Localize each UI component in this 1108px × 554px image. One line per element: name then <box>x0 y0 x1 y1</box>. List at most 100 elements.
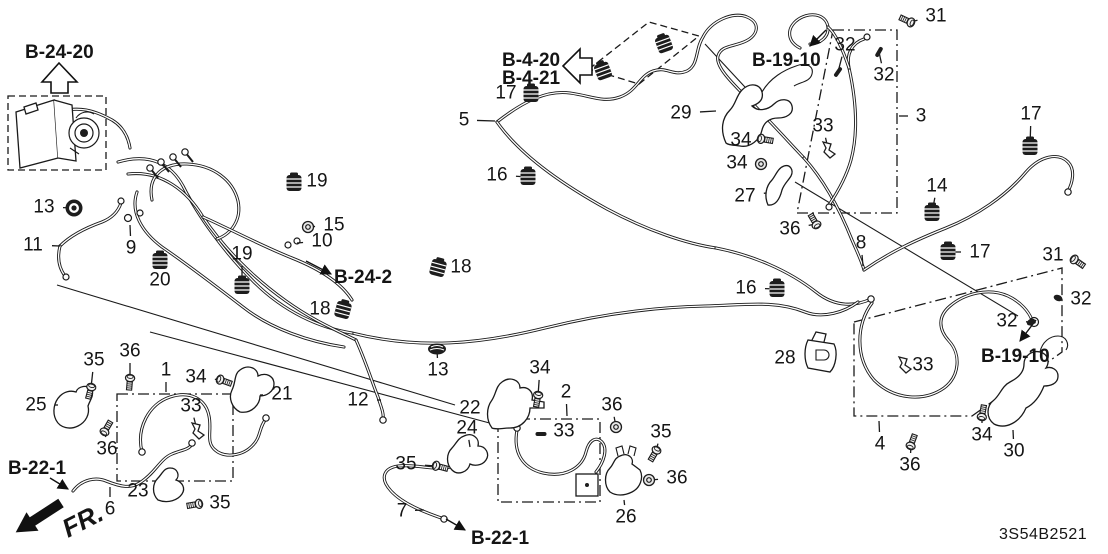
clip-icon <box>522 82 540 103</box>
brake-pipe-highlight <box>496 14 805 159</box>
part-number-label: 25 <box>25 395 46 416</box>
brake-pipe-highlight <box>150 163 240 240</box>
part-number-label: 16 <box>486 165 507 186</box>
part-number-label: 34 <box>726 153 748 174</box>
clip-icon <box>519 165 537 186</box>
brake-pipe-highlight <box>789 14 829 49</box>
part-number-label: 9 <box>126 238 137 259</box>
bolt-icon <box>897 12 917 29</box>
callout-17: 17 <box>939 240 991 263</box>
part-number-label: 17 <box>495 83 516 104</box>
callout-33: 33 <box>535 421 575 442</box>
callout-34: 34 <box>726 153 768 174</box>
bolt-icon <box>98 418 116 438</box>
bolt-icon <box>904 432 920 452</box>
callout-34: 34 <box>529 358 551 409</box>
callout-leader <box>476 119 496 122</box>
part-number-label: 18 <box>450 257 471 278</box>
clip-icon <box>591 57 614 82</box>
brake-pipe-highlight <box>59 202 122 247</box>
brake-pipe-highlight <box>127 172 357 341</box>
callout-35: 35 <box>185 493 231 514</box>
callout-18: 18 <box>428 255 472 279</box>
part-number-label: 30 <box>1003 441 1024 462</box>
clip-icon <box>285 171 303 192</box>
brake-pipe-highlight <box>351 301 859 344</box>
callout-1: 1 <box>161 360 172 392</box>
callout-36: 36 <box>601 395 623 434</box>
nut-icon <box>609 420 623 434</box>
brake-pipe-highlight <box>140 394 267 456</box>
brake-pipe-highlight <box>828 67 857 206</box>
callout-5: 5 <box>459 110 496 131</box>
callout-36: 36 <box>96 418 118 460</box>
callout-19: 19 <box>285 171 328 192</box>
part-number-label: 29 <box>670 103 691 124</box>
part-number-label: 34 <box>730 130 752 151</box>
brake-pipe <box>827 66 858 207</box>
ref-label-b-4-21: B-4-21 <box>502 68 561 89</box>
abs-modulator-unit <box>15 99 100 169</box>
part-number-label: 32 <box>873 65 894 86</box>
part-number-label: 3 <box>916 106 927 127</box>
brake-pipe-highlight <box>134 191 345 348</box>
grommet-icon <box>65 199 83 217</box>
part-number-label: 36 <box>601 395 622 416</box>
bracket-24 <box>446 434 489 474</box>
part-number-label: 31 <box>1042 245 1063 266</box>
part-number-label: 32 <box>834 35 855 56</box>
brake-pipe-highlight <box>803 157 865 271</box>
bracket-28 <box>804 331 837 373</box>
brake-pipe-highlight <box>515 429 606 475</box>
bracket-21 <box>229 366 275 413</box>
part-number-label: 32 <box>996 311 1017 332</box>
bracket-30 <box>987 350 1059 427</box>
bolt-icon <box>430 459 450 474</box>
bracket-26 <box>604 454 643 496</box>
lclip-icon <box>898 356 912 374</box>
brackets <box>53 63 1069 503</box>
clip-icon <box>333 297 354 321</box>
part-number-label: 34 <box>185 367 207 388</box>
part-number-label: 21 <box>271 384 292 405</box>
brake-pipe-highlight <box>496 121 717 249</box>
ref-label-b-19-10: B-19-10 <box>752 50 821 71</box>
clip-group-dashed-box <box>587 21 701 85</box>
part-number-label: 13 <box>427 360 448 381</box>
brake-pipe-highlight <box>827 26 850 69</box>
callout-leader <box>565 403 568 417</box>
brake-pipe-highlight <box>58 245 66 277</box>
part-number-label: 16 <box>735 278 756 299</box>
callout-34: 34 <box>730 130 775 151</box>
pin-icon <box>874 46 884 58</box>
bracket-22 <box>486 378 545 430</box>
callout-6: 6 <box>105 487 115 520</box>
callout-2: 2 <box>561 382 572 417</box>
pin-icon <box>535 432 547 436</box>
part-number-label: 33 <box>912 355 933 376</box>
part-number-label: 17 <box>1020 104 1041 125</box>
fr-label: FR. <box>57 498 108 544</box>
brake-pipe-highlight <box>355 339 384 420</box>
callout-12: 12 <box>347 390 381 411</box>
bolt-icon <box>123 373 136 391</box>
clip-icon <box>652 30 675 55</box>
callout-32: 32 <box>1052 289 1092 310</box>
part-number-label: 36 <box>666 468 687 489</box>
callout-35: 35 <box>395 454 450 475</box>
callout-11: 11 <box>23 235 61 256</box>
part-number-label: 1 <box>161 360 172 381</box>
part-number-label: 28 <box>774 348 795 369</box>
brake-pipe <box>862 155 1075 272</box>
ref-label-b-24-2: B-24-2 <box>334 267 392 288</box>
callout-20: 20 <box>149 249 171 291</box>
part-number-label: 2 <box>561 382 572 403</box>
part-number-label: 23 <box>127 481 148 502</box>
part-number-label: 5 <box>459 110 470 131</box>
clip-icon <box>1021 135 1039 156</box>
callout-28: 28 <box>774 348 795 369</box>
callout-34: 34 <box>971 403 993 446</box>
